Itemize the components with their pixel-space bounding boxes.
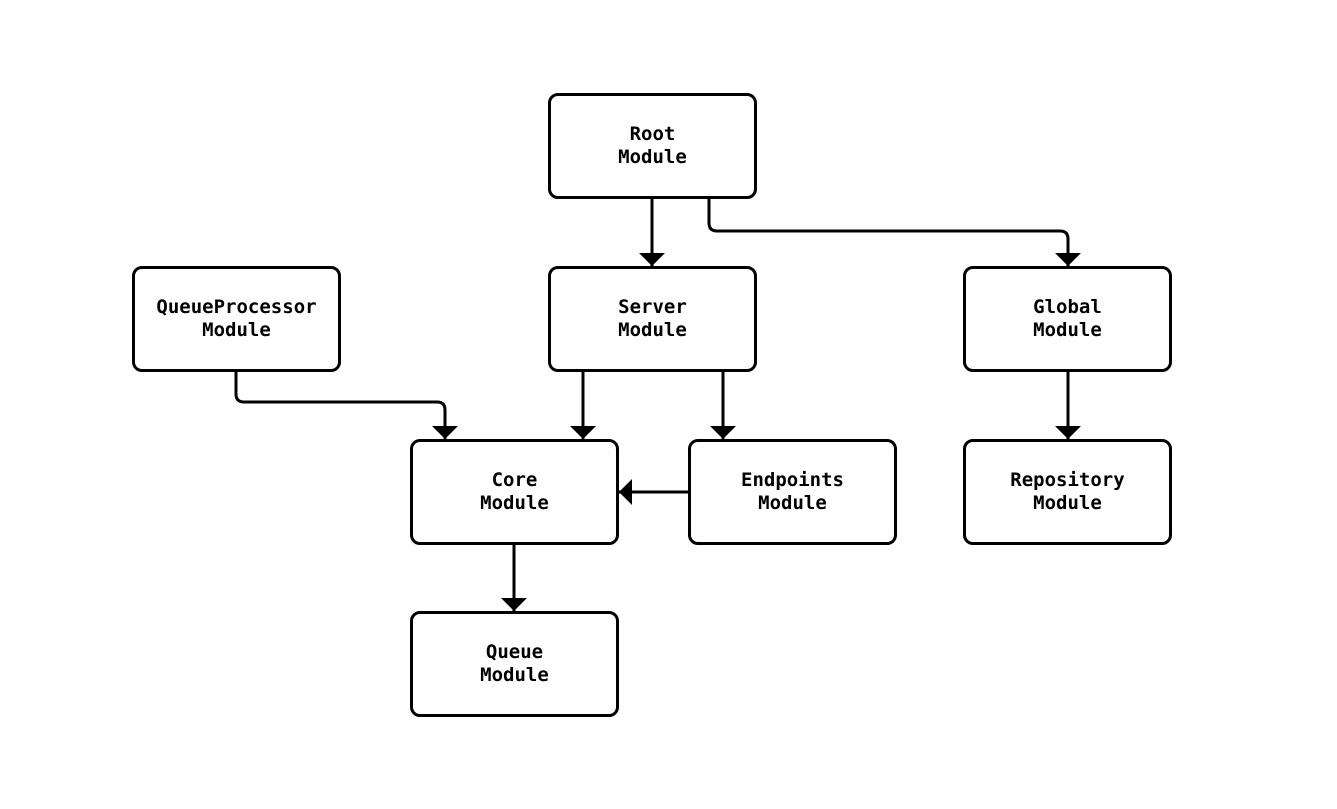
edge-queueprocessor-to-core [234, 370, 458, 439]
node-label-line: Endpoints [741, 469, 844, 491]
node-label-line: Module [618, 319, 687, 341]
node-label-line: Module [1033, 319, 1102, 341]
node-queueprocessor-module: QueueProcessor Module [132, 266, 341, 372]
node-label-line: Core [491, 469, 538, 491]
node-label-line: QueueProcessor [156, 296, 317, 318]
node-label-line: Global [1033, 296, 1102, 318]
node-server-module: Server Module [548, 266, 757, 372]
node-label-line: Root [629, 123, 676, 145]
node-endpoints-module: Endpoints Module [688, 439, 897, 545]
node-queue-module: Queue Module [410, 611, 619, 717]
node-root-module: Root Module [548, 93, 757, 199]
node-global-module: Global Module [963, 266, 1172, 372]
node-label-line: Module [758, 492, 827, 514]
node-label-line: Module [480, 492, 549, 514]
node-label-line: Module [202, 319, 271, 341]
node-label-line: Queue [485, 641, 544, 663]
node-label-line: Repository [1010, 469, 1125, 491]
node-core-module: Core Module [410, 439, 619, 545]
edge-root-to-global [707, 199, 1081, 266]
node-label-line: Module [480, 664, 549, 686]
node-label-line: Server [618, 296, 687, 318]
node-label-line: Module [618, 146, 687, 168]
node-label-line: Module [1033, 492, 1102, 514]
node-repository-module: Repository Module [963, 439, 1172, 545]
